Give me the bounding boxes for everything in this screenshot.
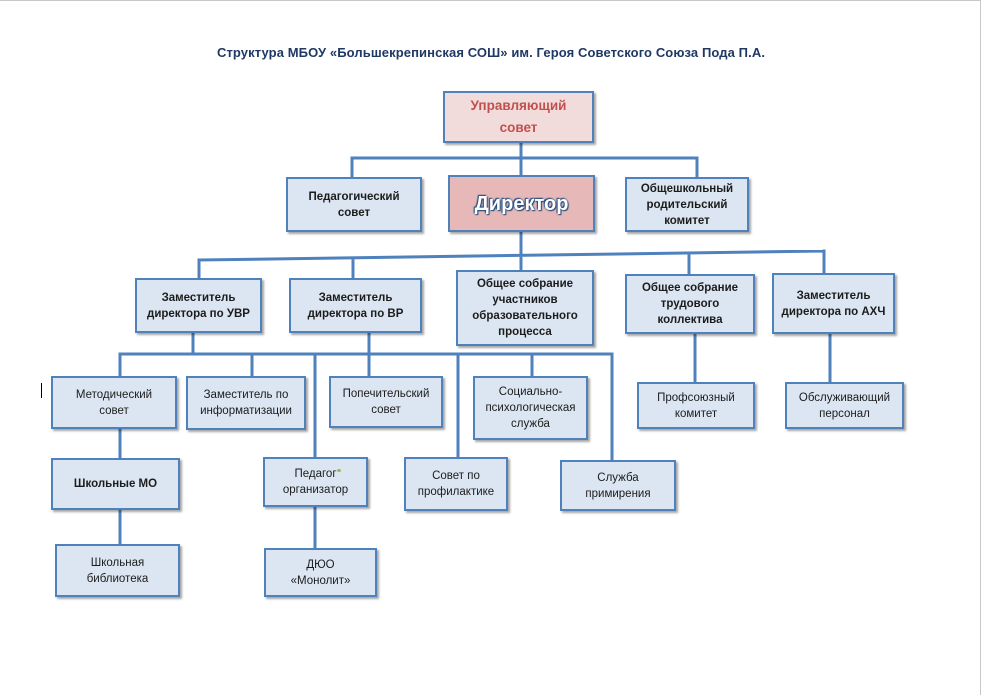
line-deputies-bus [118,330,614,462]
pedagogical-council-label: Педагогический совет [308,190,400,219]
box-methodical-council: Методический совет [51,376,177,429]
box-service-staff: Обслуживающий персонал [785,382,904,429]
line-council-bus [350,140,699,179]
box-duo-monolit: ДЮО «Монолит» [264,548,377,597]
box-pedagogical-council: Педагогический совет [286,177,422,232]
box-general-assembly: Общее собрание участников образовательно… [456,270,594,346]
union-committee-label: Профсоюзный комитет [657,391,735,420]
service-staff-label: Обслуживающий персонал [798,391,891,420]
reconciliation-service-label: Служба примирения [585,471,651,500]
deputy-ahch-label: Заместитель директора по АХЧ [781,289,886,318]
general-assembly-label: Общее собрание участников образовательно… [472,278,578,338]
box-deputy-vr: Заместитель директора по ВР [289,278,422,333]
director-label: Директор [474,192,569,215]
labor-assembly-label: Общее собрание трудового коллектива [641,282,739,326]
trustee-council-label: Попечительский совет [342,388,430,416]
text-cursor [41,383,42,398]
school-library-label: Школьная библиотека [86,556,149,585]
social-psych-service-label: Социально- психологическая служба [485,386,576,430]
box-deputy-uvr: Заместитель директора по УВР [135,278,262,333]
box-deputy-informatization: Заместитель по информатизации [186,376,306,430]
governing-council-label: Управляющий совет [470,98,567,135]
box-school-library: Школьная библиотека [55,544,180,597]
box-social-psych-service: Социально- психологическая служба [473,376,588,440]
box-director: Директор [448,175,595,232]
box-deputy-ahch: Заместитель директора по АХЧ [772,273,895,334]
pedagogue-organizer-label: Педагог организатор [282,468,349,496]
parent-committee-label: Общешкольный родительский комитет [640,182,734,227]
box-school-mo: Школьные МО [51,458,180,510]
box-pedagogue-organizer: Педагог организатор [263,457,368,507]
duo-monolit-label: ДЮО «Монолит» [290,558,351,587]
deputy-informatization-label: Заместитель по информатизации [200,389,292,417]
chart-title: Структура МБОУ «Большекрепинская СОШ» им… [216,45,766,60]
deputy-vr-label: Заместитель директора по ВР [307,291,404,320]
school-mo-label: Школьные МО [73,478,158,490]
box-parent-committee: Общешкольный родительский комитет [625,177,749,232]
box-reconciliation-service: Служба примирения [560,460,676,511]
line-director-bus [197,230,826,280]
box-governing-council: Управляющий совет [443,91,594,143]
prevention-council-label: Совет по профилактике [417,470,495,498]
deputy-uvr-label: Заместитель директора по УВР [147,291,250,320]
box-prevention-council: Совет по профилактике [404,457,508,511]
methodical-council-label: Методический совет [75,388,153,417]
box-union-committee: Профсоюзный комитет [637,382,755,429]
box-labor-assembly: Общее собрание трудового коллектива [625,274,755,334]
spellcheck-mark [337,469,341,472]
box-trustee-council: Попечительский совет [329,376,443,428]
